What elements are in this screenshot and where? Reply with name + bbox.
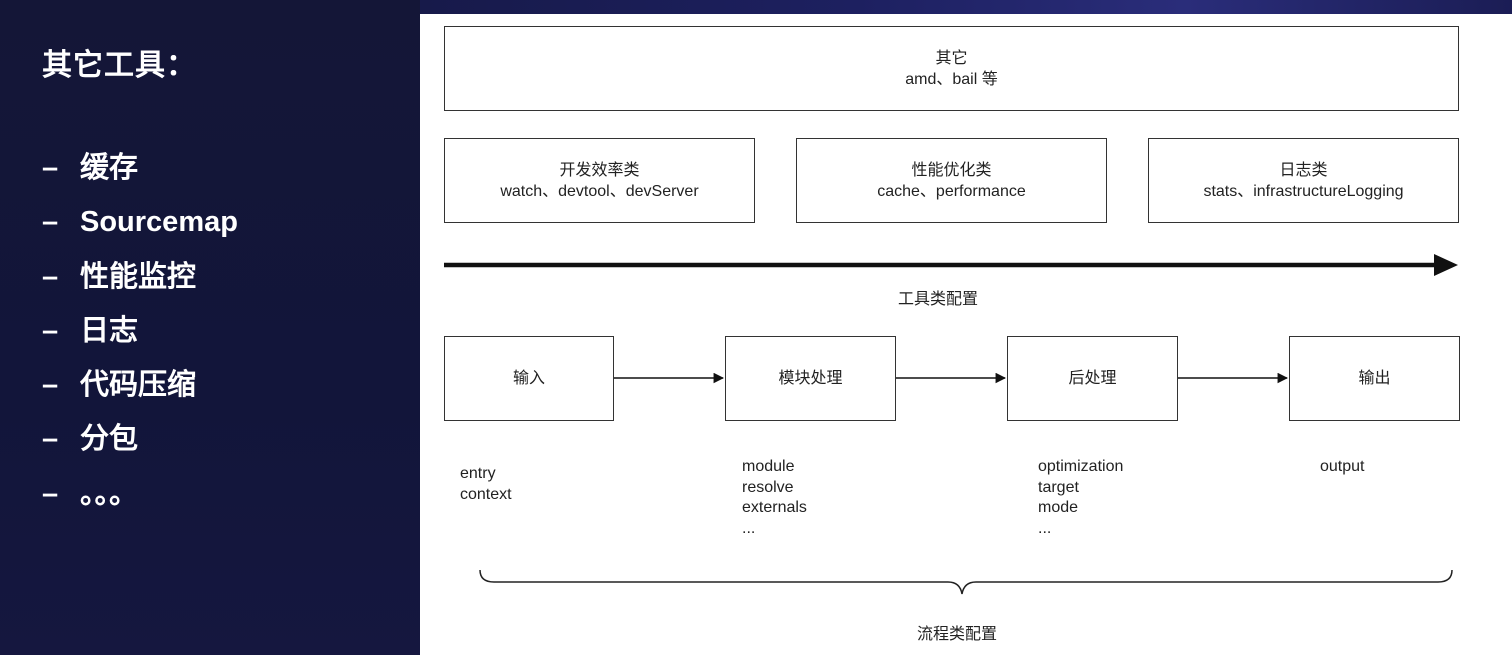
bullet-text-sourcemap: Sourcemap	[80, 206, 238, 239]
params-output: output	[1320, 457, 1364, 478]
tool-box-title: 日志类	[1279, 161, 1328, 179]
tool-box-performance: 性能优化类 cache、performance	[796, 138, 1107, 223]
param-item: context	[460, 485, 512, 503]
params-post-processing: optimization target mode ...	[1038, 457, 1123, 539]
param-item: ...	[742, 519, 756, 537]
bullet-dash: –	[42, 477, 59, 510]
param-item: module	[742, 458, 795, 475]
left-panel	[0, 0, 420, 655]
flow-config-label: 流程类配置	[916, 626, 998, 643]
flow-box-module-processing: 模块处理	[725, 336, 896, 421]
watermark: @稀土掘金技术社区	[1331, 619, 1494, 639]
bullet-text-cache: 缓存	[80, 152, 139, 184]
tool-box-items: watch、devtool、devServer	[500, 182, 699, 200]
bullet-dash: –	[42, 369, 59, 402]
param-item: mode	[1038, 499, 1079, 516]
param-item: externals	[742, 499, 807, 516]
flow-box-label: 输入	[512, 370, 545, 387]
bullet-dash: –	[42, 423, 59, 456]
param-item: entry	[460, 465, 496, 482]
flow-curly-brace	[479, 569, 1453, 595]
tool-box-dev-efficiency: 开发效率类 watch、devtool、devServer	[444, 138, 755, 223]
param-item: optimization	[1038, 458, 1124, 475]
flow-box-output: 输出	[1289, 336, 1460, 421]
bullet-text-logging: 日志	[80, 314, 139, 347]
flow-box-label: 输出	[1358, 370, 1391, 387]
bullet-dash: –	[42, 260, 59, 293]
flow-box-input: 输入	[444, 336, 614, 421]
other-config-box: 其它 amd、bail 等	[444, 26, 1459, 111]
params-input: entry context	[460, 464, 512, 505]
bullet-text-minification: 代码压缩	[80, 369, 197, 402]
other-config-items: amd、bail 等	[905, 70, 998, 88]
params-module-processing: module resolve externals ...	[742, 457, 807, 539]
flow-box-label: 后处理	[1068, 370, 1117, 387]
bullet-text-code-splitting: 分包	[80, 423, 139, 456]
param-item: target	[1038, 478, 1079, 496]
tool-box-title: 性能优化类	[911, 161, 992, 179]
param-item: resolve	[742, 478, 794, 496]
page-title: 其它工具：	[42, 49, 197, 82]
tool-box-items: stats、infrastructureLogging	[1203, 182, 1404, 200]
tool-config-label: 工具类配置	[897, 291, 979, 308]
tool-box-logging: 日志类 stats、infrastructureLogging	[1148, 138, 1459, 223]
diagram-connectors	[444, 254, 1458, 595]
tool-axis-arrow	[444, 254, 1458, 276]
other-config-title: 其它	[935, 49, 968, 67]
flow-box-post-processing: 后处理	[1007, 336, 1178, 421]
flow-box-label: 模块处理	[778, 370, 843, 387]
bullet-text-ellipsis: 。。。	[80, 477, 139, 510]
param-item: output	[1320, 458, 1365, 475]
bullet-text-performance-monitoring: 性能监控	[80, 260, 197, 293]
bullet-dash: –	[42, 314, 59, 347]
tool-box-title: 开发效率类	[559, 161, 640, 179]
bullet-dash: –	[42, 206, 59, 239]
tool-box-items: cache、performance	[877, 182, 1026, 200]
param-item: ...	[1038, 519, 1052, 537]
bullet-dash: –	[42, 152, 59, 184]
diagram-slide: 其它 amd、bail 等 开发效率类 watch、devtool、devSer…	[420, 14, 1512, 655]
top-decoration-strip	[420, 0, 1512, 14]
